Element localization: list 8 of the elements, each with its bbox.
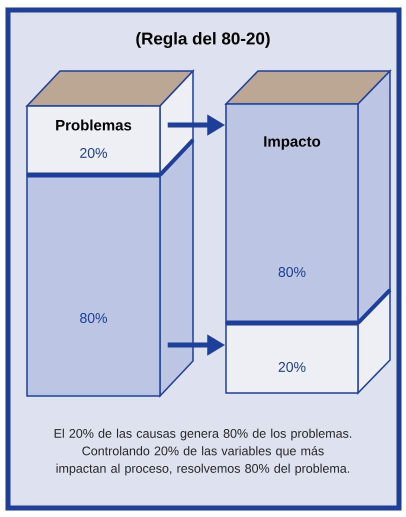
- caption: El 20% de las causas genera 80% de los problemas. Controlando 20% de las variables que más impactan al proceso, resolvemos 80% del problema.: [54, 428, 352, 476]
- percentage-label: 20%: [278, 362, 306, 372]
- box-heading: Problemas: [56, 120, 132, 130]
- title: (Regla del 80-20): [136, 32, 270, 48]
- percentage-label: 80%: [278, 267, 306, 277]
- percentage-label: 80%: [80, 313, 107, 323]
- box-heading: Impacto: [264, 136, 320, 150]
- percentage-label: 20%: [80, 148, 107, 158]
